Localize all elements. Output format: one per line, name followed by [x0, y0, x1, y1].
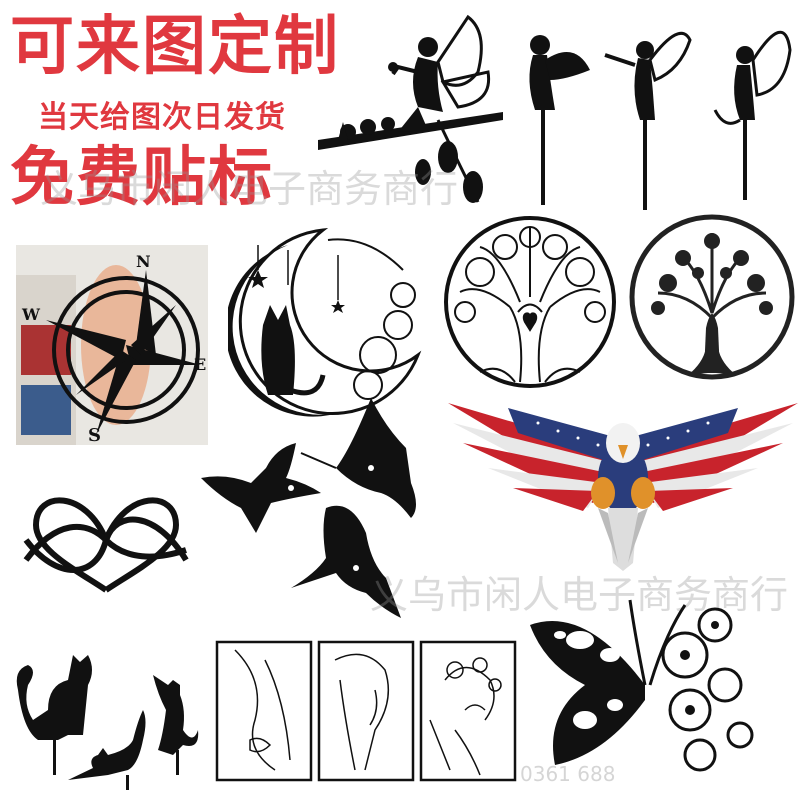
floral-butterfly-icon [530, 599, 754, 772]
product-fairy-garden-stakes [505, 10, 795, 210]
product-line-art-triptych [215, 640, 535, 785]
product-tree-of-life-heart [440, 212, 620, 392]
product-fairy-on-branch [318, 12, 503, 212]
product-infinity-hearts [16, 470, 196, 600]
headline-free-labeling: 免费贴标 [10, 140, 274, 215]
line-art-women-icon [215, 640, 517, 782]
fairy-silhouette-icon [318, 14, 503, 203]
product-cat-stakes [8, 640, 208, 790]
tree-of-life-icon [629, 214, 795, 380]
product-moon-cat [228, 225, 438, 420]
product-compass-rose: N E S W [16, 245, 208, 445]
product-floral-butterfly [525, 585, 765, 785]
watermark-bottom-number: 0361 688 [520, 762, 616, 786]
compass-south-label: S [88, 425, 101, 445]
fairy-stakes-icon [529, 30, 792, 210]
compass-west-label: W [21, 305, 41, 324]
compass-north-label: N [136, 252, 151, 271]
eagle-icon [448, 403, 798, 571]
infinity-hearts-icon [23, 497, 189, 593]
moon-cat-icon [228, 227, 422, 417]
compass-east-label: E [194, 355, 206, 374]
tree-of-life-heart-icon [444, 216, 616, 388]
watermark-shop-name-top: 义乌市闲人电子商务商行 [40, 167, 459, 211]
headline-custom-design: 可来图定制 [10, 9, 340, 84]
product-hummingbirds [196, 388, 441, 633]
cat-silhouettes-icon [16, 655, 199, 790]
hummingbird-icon [201, 398, 416, 618]
product-american-flag-eagle [448, 383, 798, 573]
product-tree-of-life [628, 213, 796, 381]
headline-next-day-shipping: 当天给图次日发货 [38, 100, 286, 135]
